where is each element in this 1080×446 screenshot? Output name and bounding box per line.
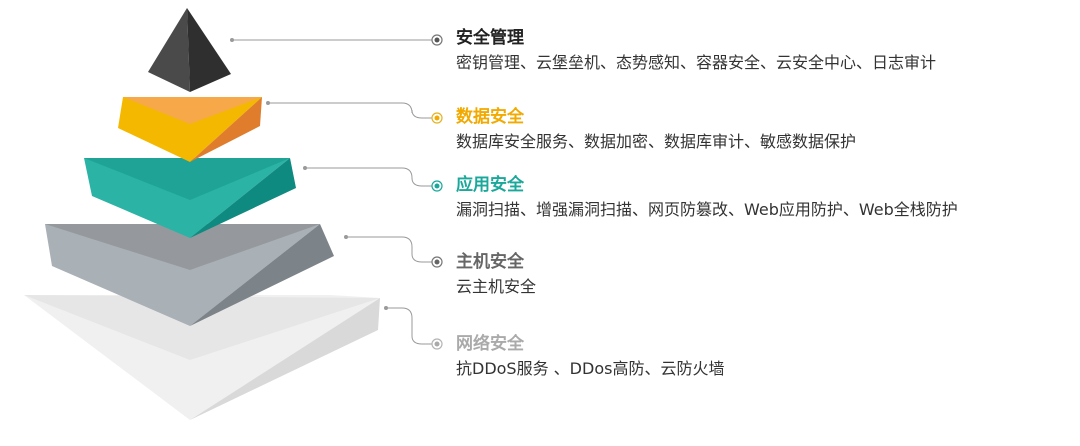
layer-mgmt-left-face [148, 8, 190, 92]
layer-network-top-face [24, 295, 380, 360]
connector-net [386, 307, 432, 345]
layer-host-top-face [45, 224, 320, 270]
layer-data-top-face [123, 97, 262, 124]
layer-network-right-face [190, 298, 380, 420]
connector-data [268, 102, 432, 119]
connector-start-dots [230, 38, 388, 310]
connector-start-dot-mgmt [230, 38, 234, 42]
layer-desc-net: 抗DDoS服务 、DDos高防、云防火墙 [456, 359, 725, 378]
layer-title-host: 主机安全 [456, 252, 524, 272]
pyramid-layer-data [118, 97, 262, 162]
layer-desc-app: 漏洞扫描、增强漏洞扫描、网页防篡改、Web应用防护、Web全栈防护 [456, 200, 958, 219]
layer-mgmt-right-face [187, 8, 231, 92]
layer-data-left-face [118, 97, 262, 162]
layer-data-right-face [190, 97, 262, 162]
layer-label-mgmt: 安全管理 密钥管理、云堡垒机、态势感知、容器安全、云安全中心、日志审计 [456, 27, 936, 74]
pyramid-layer-network [24, 295, 380, 420]
connector-start-dot-app [303, 166, 307, 170]
connector-start-dot-net [384, 306, 388, 310]
marker-data [431, 112, 443, 124]
layer-title-net: 网络安全 [456, 334, 524, 354]
layer-title-mgmt: 安全管理 [456, 28, 524, 48]
marker-host [431, 256, 443, 268]
layer-title-app: 应用安全 [456, 175, 524, 195]
connector-start-dot-host [344, 235, 348, 239]
layer-app-right-face [190, 158, 296, 238]
connector-host [346, 236, 432, 263]
pyramid-layer-host [45, 224, 334, 326]
pyramid-layer-app [84, 158, 296, 238]
layer-host-right-face [190, 224, 334, 326]
layer-label-data: 数据安全 数据库安全服务、数据加密、数据库审计、敏感数据保护 [456, 106, 856, 153]
marker-mgmt [431, 34, 443, 46]
connector-start-dot-data [266, 101, 270, 105]
pyramid-layer-mgmt [148, 8, 231, 92]
layer-label-host: 主机安全 云主机安全 [456, 251, 536, 298]
layer-host-left-face [45, 224, 320, 326]
layer-label-app: 应用安全 漏洞扫描、增强漏洞扫描、网页防篡改、Web应用防护、Web全栈防护 [456, 174, 958, 221]
layer-desc-data: 数据库安全服务、数据加密、数据库审计、敏感数据保护 [456, 132, 857, 151]
layer-label-net: 网络安全 抗DDoS服务 、DDos高防、云防火墙 [456, 333, 724, 380]
marker-net [431, 338, 443, 350]
connector-lines [232, 39, 432, 345]
layer-title-data: 数据安全 [456, 107, 524, 127]
layer-app-top-face [84, 158, 290, 200]
connector-app [305, 167, 432, 187]
layer-desc-mgmt: 密钥管理、云堡垒机、态势感知、容器安全、云安全中心、日志审计 [456, 53, 937, 72]
layer-desc-host: 云主机安全 [456, 277, 537, 296]
marker-app [431, 180, 443, 192]
